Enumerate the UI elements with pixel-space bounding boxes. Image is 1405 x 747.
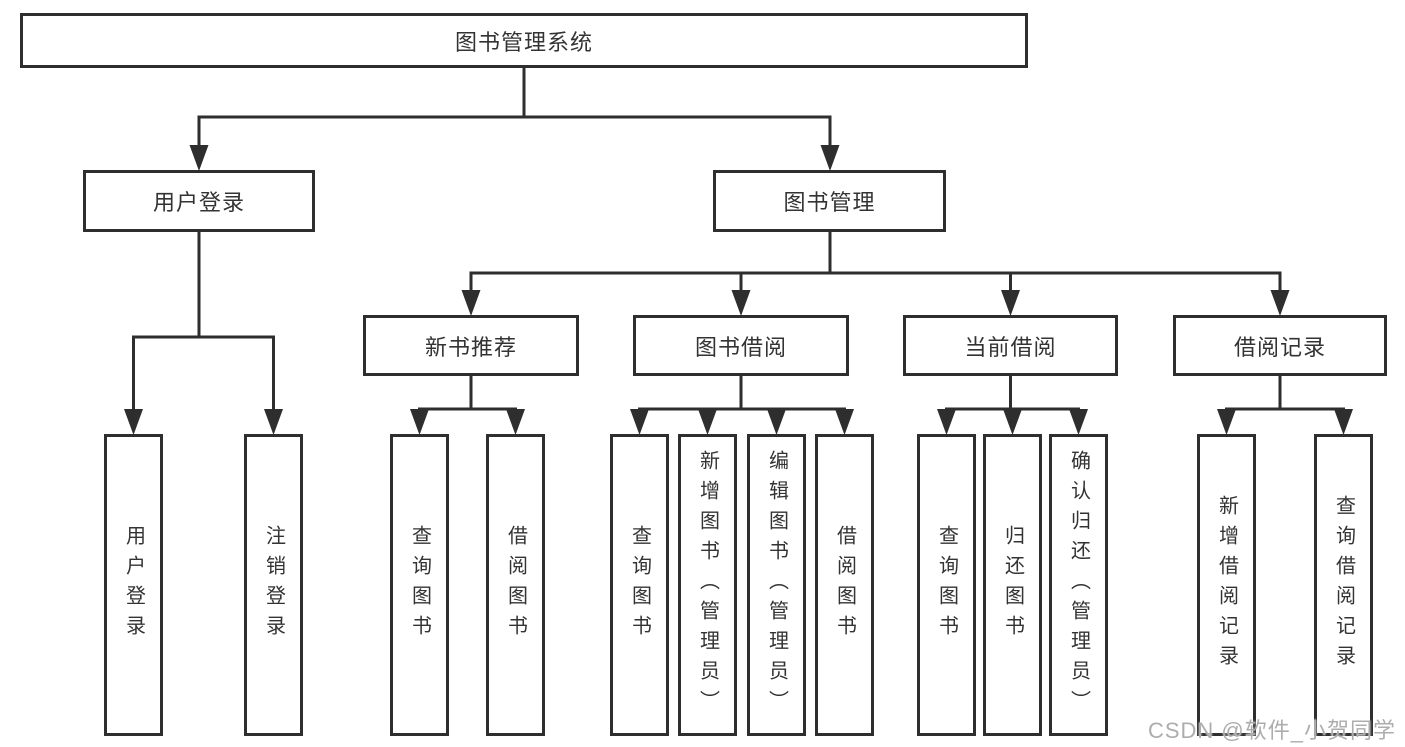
node-label: 查询图书 [408,525,431,645]
connector-arrowheads [124,145,1353,435]
node-leaf-logout: 注销登录 [244,434,303,736]
node-label: 图书借阅 [694,334,787,360]
node-label: 借阅图书 [833,525,856,645]
node-label: 注销登录 [262,525,285,645]
node-label: 编辑图书（管理员） [765,450,788,720]
node-current-borrowing: 当前借阅 [903,315,1118,376]
node-leaf-edit-books-admin: 编辑图书（管理员） [747,434,806,736]
node-label: 新增图书（管理员） [696,450,719,720]
node-leaf-query-borrow-record: 查询借阅记录 [1314,434,1373,736]
node-book-borrowing: 图书借阅 [633,315,849,376]
node-label: 借阅记录 [1233,334,1326,360]
node-new-book-recommend: 新书推荐 [363,315,579,376]
node-label: 查询图书 [628,525,651,645]
node-user-login: 用户登录 [83,170,315,232]
node-library-management-system: 图书管理系统 [20,13,1028,68]
node-book-management: 图书管理 [713,170,946,232]
node-label: 借阅图书 [504,525,527,645]
connector-lines [132,68,1345,412]
node-leaf-query-books-3: 查询图书 [917,434,976,736]
node-leaf-return-books: 归还图书 [983,434,1042,736]
node-label: 图书管理 [783,190,876,215]
node-leaf-user-login: 用户登录 [104,434,163,736]
node-leaf-query-books-2: 查询图书 [610,434,669,736]
node-label: 确认归还（管理员） [1067,450,1090,720]
node-label: 新增借阅记录 [1215,495,1238,675]
node-leaf-borrow-books-2: 借阅图书 [815,434,874,736]
node-leaf-add-borrow-record: 新增借阅记录 [1197,434,1256,736]
csdn-watermark: CSDN @软件_小贺同学 [1147,718,1396,743]
node-label: 新书推荐 [424,334,517,360]
node-label: 用户登录 [152,190,245,215]
node-leaf-add-books-admin: 新增图书（管理员） [678,434,737,736]
node-leaf-borrow-books-1: 借阅图书 [486,434,545,736]
node-label: 图书管理系统 [454,29,593,55]
node-leaf-confirm-return-admin: 确认归还（管理员） [1049,434,1108,736]
node-label: 当前借阅 [964,334,1057,360]
node-leaf-query-books-1: 查询图书 [390,434,449,736]
node-label: 查询图书 [935,525,958,645]
node-label: 查询借阅记录 [1332,495,1355,675]
node-borrowing-records: 借阅记录 [1173,315,1387,376]
node-label: 归还图书 [1001,525,1024,645]
node-label: 用户登录 [122,525,145,645]
